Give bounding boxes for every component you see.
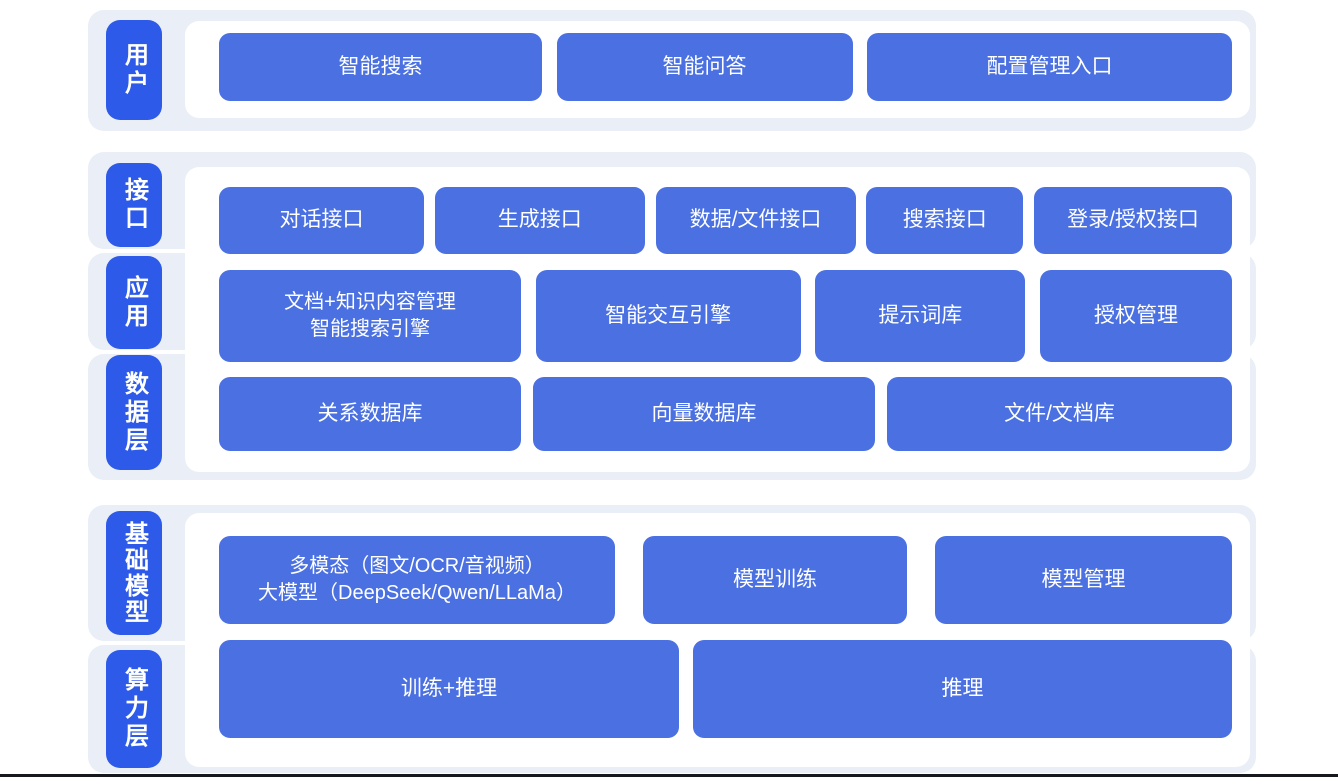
node-training-inference: 训练+推理 — [219, 640, 679, 738]
node-model-management: 模型管理 — [935, 536, 1232, 624]
group-platform: 接口 应用 数据层 对话接口 生成接口 数据/文件接口 搜索接口 登录/授权接口… — [88, 152, 1256, 480]
group-infrastructure: 基础模型 算力层 多模态（图文/OCR/音视频） 大模型（DeepSeek/Qw… — [88, 505, 1256, 773]
node-search-api: 搜索接口 — [866, 187, 1024, 254]
layer-label-application: 应用 — [106, 256, 162, 349]
layer-label-user: 用户 — [106, 20, 162, 120]
group-user: 用户 智能搜索 智能问答 配置管理入口 — [88, 10, 1256, 131]
layer-label-foundation-model: 基础模型 — [106, 511, 162, 635]
node-smart-search: 智能搜索 — [219, 33, 542, 101]
row-interfaces: 对话接口 生成接口 数据/文件接口 搜索接口 登录/授权接口 — [219, 187, 1232, 254]
row-user-entries: 智能搜索 智能问答 配置管理入口 — [219, 33, 1232, 101]
node-auth-management: 授权管理 — [1039, 270, 1232, 362]
row-compute: 训练+推理 推理 — [219, 640, 1232, 738]
layer-label-compute: 算力层 — [106, 650, 162, 768]
row-application: 文档+知识内容管理 智能搜索引擎 智能交互引擎 提示词库 授权管理 — [219, 270, 1232, 362]
node-doc-knowledge-search-engine: 文档+知识内容管理 智能搜索引擎 — [219, 270, 521, 362]
node-relational-db: 关系数据库 — [219, 377, 521, 451]
node-model-training: 模型训练 — [643, 536, 907, 624]
layer-label-interface: 接口 — [106, 163, 162, 247]
node-file-doc-store: 文件/文档库 — [887, 377, 1232, 451]
row-data-stores: 关系数据库 向量数据库 文件/文档库 — [219, 377, 1232, 451]
node-generation-api: 生成接口 — [434, 187, 645, 254]
node-inference: 推理 — [693, 640, 1232, 738]
node-data-file-api: 数据/文件接口 — [655, 187, 856, 254]
layer-label-data: 数据层 — [106, 355, 162, 470]
node-interaction-engine: 智能交互引擎 — [535, 270, 801, 362]
node-config-management-entry: 配置管理入口 — [867, 33, 1232, 101]
bottom-border-line — [0, 774, 1338, 777]
node-multimodal-llm: 多模态（图文/OCR/音视频） 大模型（DeepSeek/Qwen/LLaMa） — [219, 536, 615, 624]
row-models: 多模态（图文/OCR/音视频） 大模型（DeepSeek/Qwen/LLaMa）… — [219, 536, 1232, 624]
node-login-auth-api: 登录/授权接口 — [1034, 187, 1232, 254]
node-smart-qa: 智能问答 — [556, 33, 853, 101]
node-dialog-api: 对话接口 — [219, 187, 424, 254]
card-user: 智能搜索 智能问答 配置管理入口 — [185, 21, 1250, 118]
node-vector-db: 向量数据库 — [533, 377, 875, 451]
node-prompt-library: 提示词库 — [815, 270, 1026, 362]
card-infrastructure: 多模态（图文/OCR/音视频） 大模型（DeepSeek/Qwen/LLaMa）… — [185, 513, 1250, 767]
card-platform: 对话接口 生成接口 数据/文件接口 搜索接口 登录/授权接口 文档+知识内容管理… — [185, 167, 1250, 472]
